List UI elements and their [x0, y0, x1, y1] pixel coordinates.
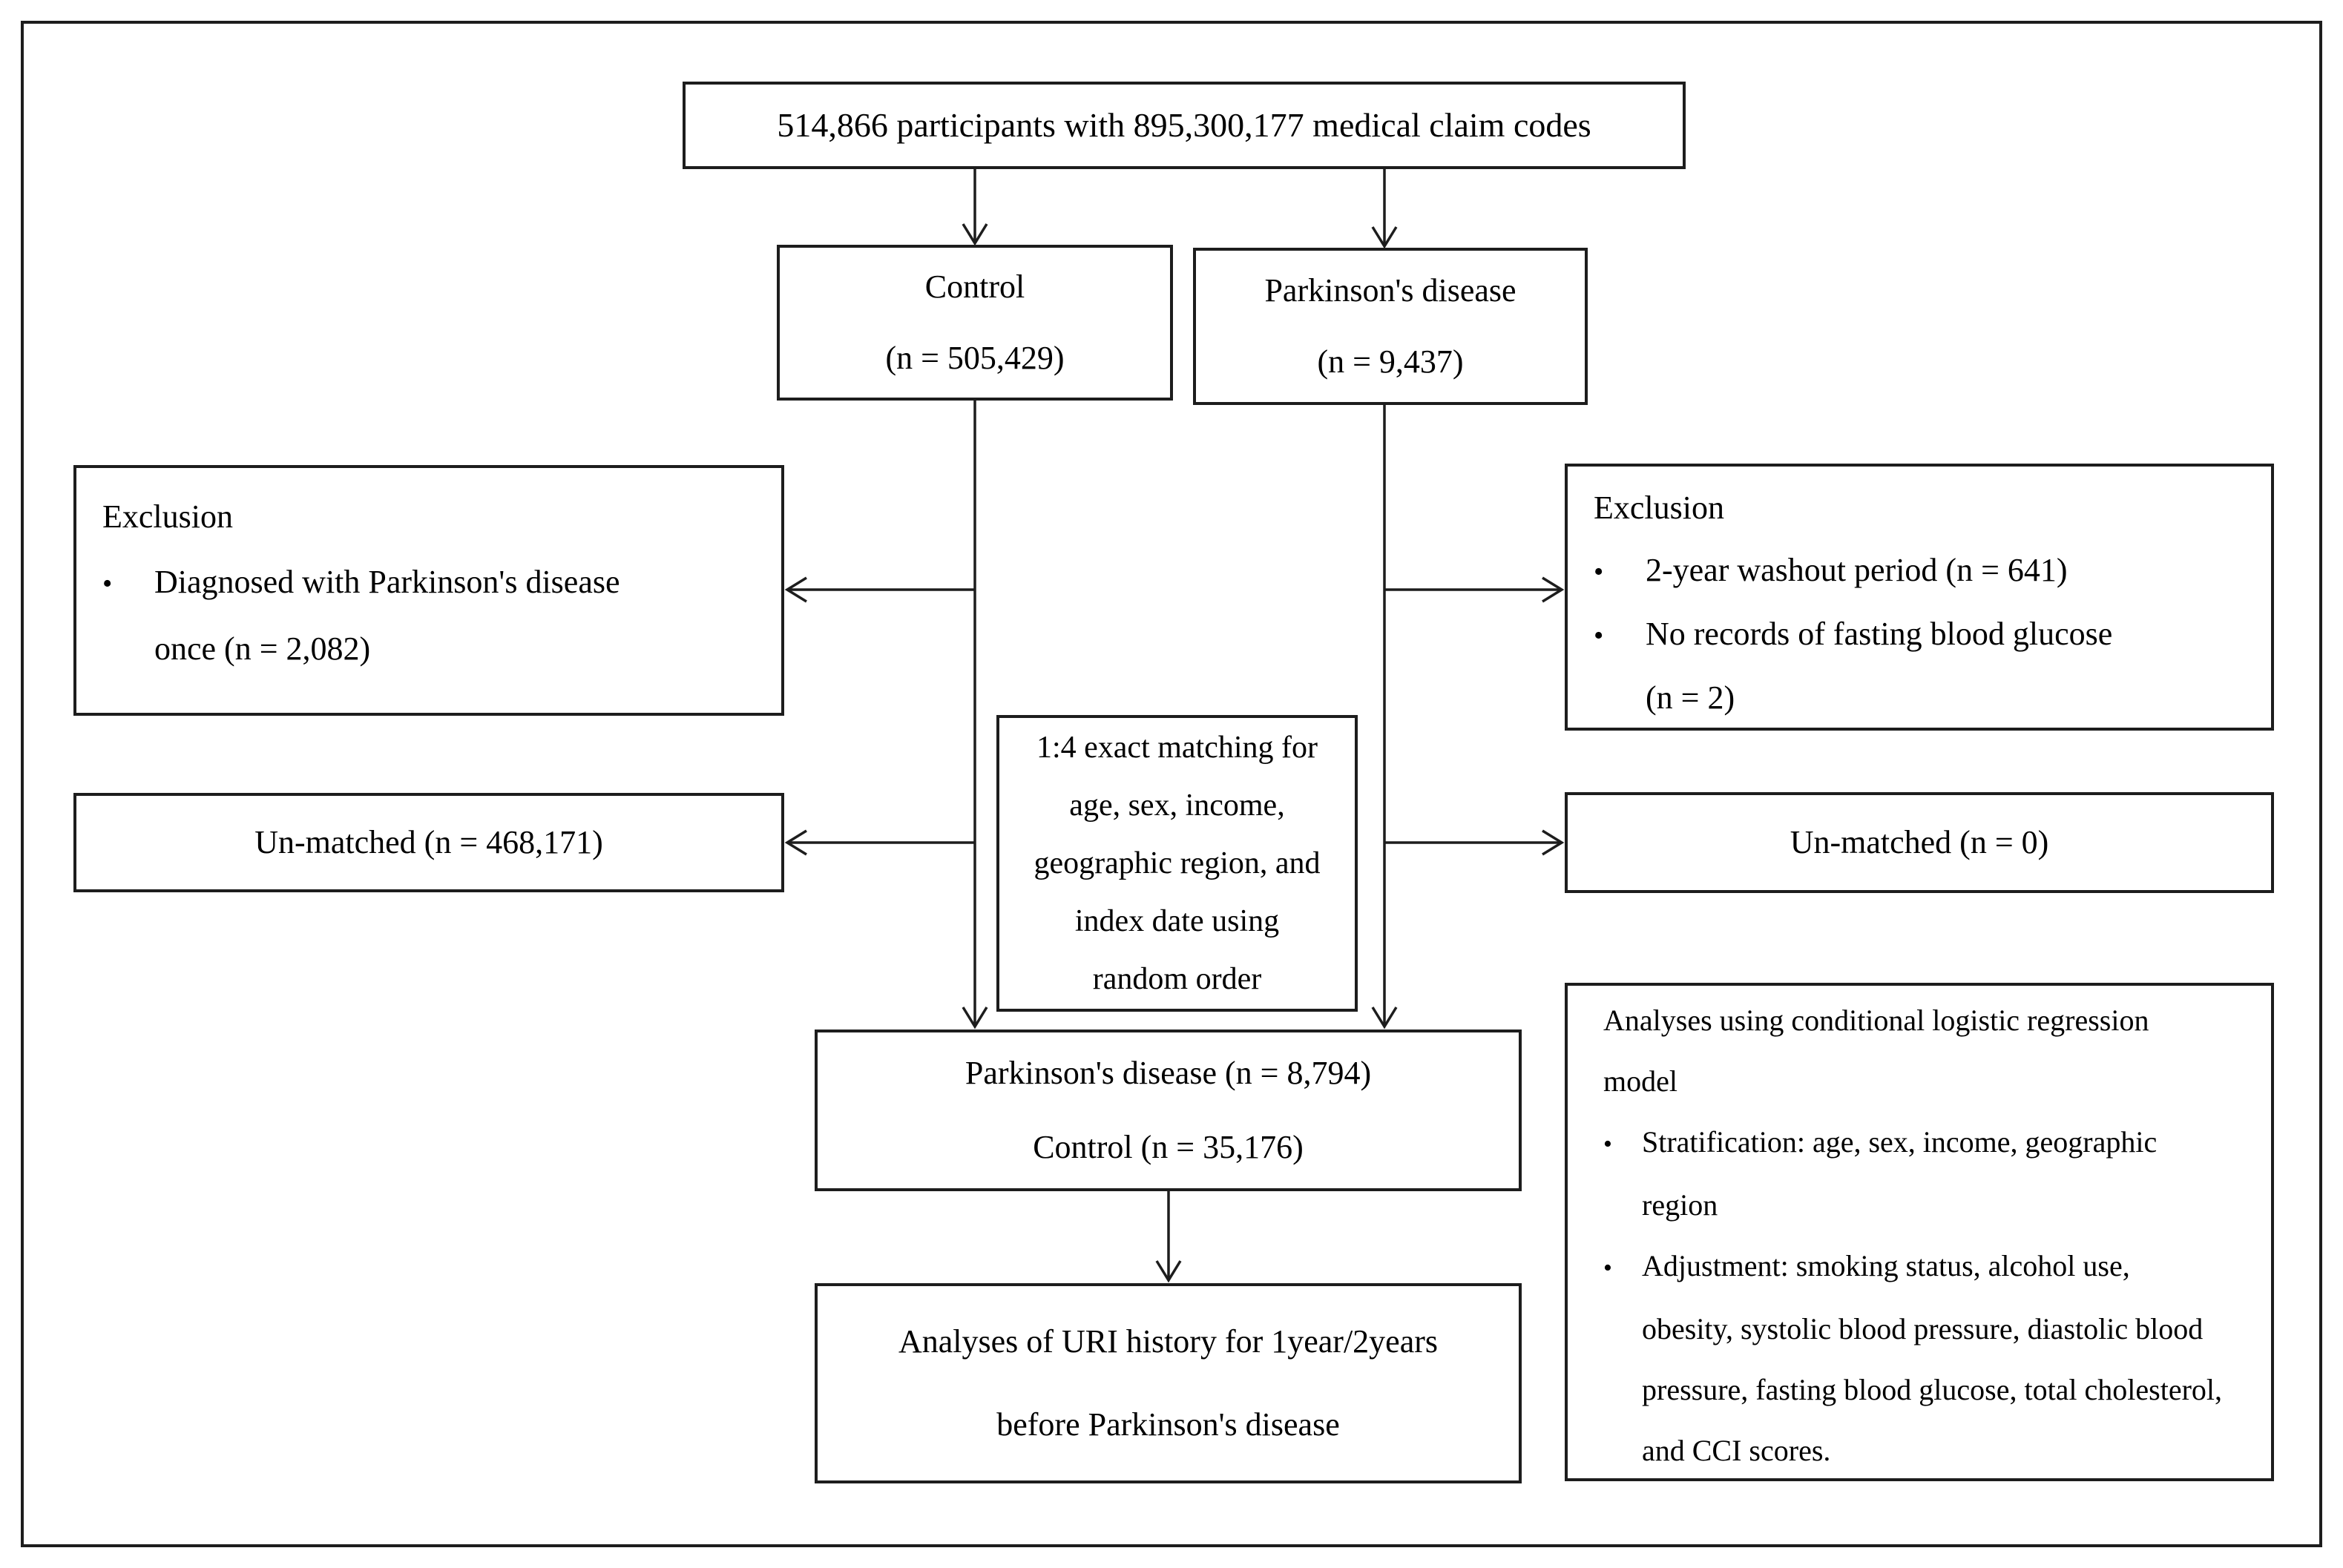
bullet-marker: • [1603, 1254, 1612, 1282]
unmatched-right-box: Un-matched (n = 0) [1565, 792, 2274, 893]
uri-analysis-line-1: Analyses of URI history for 1year/2years [898, 1323, 1439, 1360]
model-stratification-cont: region [1642, 1188, 1718, 1222]
bullet-marker: • [102, 568, 113, 599]
matching-line: age, sex, income, [1069, 788, 1285, 823]
matching-line: 1:4 exact matching for [1036, 731, 1318, 765]
model-title-line-1: Analyses using conditional logistic regr… [1603, 1004, 2149, 1037]
exclusion-right-item-1: • 2-year washout period (n = 641) [1594, 539, 2256, 603]
matched-parkinsons-count: Parkinson's disease (n = 8,794) [965, 1055, 1372, 1091]
exclusion-left-item-text: Diagnosed with Parkinson's disease [154, 564, 620, 600]
exclusion-right-item-2-text: No records of fasting blood glucose [1646, 616, 2113, 652]
uri-analysis-box: Analyses of URI history for 1year/2years… [815, 1283, 1522, 1483]
control-box: Control (n = 505,429) [777, 245, 1173, 401]
model-adjustment-cont-3: and CCI scores. [1642, 1434, 1831, 1467]
parkinsons-label: Parkinson's disease [1264, 272, 1516, 309]
control-label: Control [924, 269, 1025, 305]
exclusion-left-item: • Diagnosed with Parkinson's disease [102, 550, 766, 616]
exclusion-left-item-cont: once (n = 2,082) [154, 630, 371, 667]
regression-model-box: Analyses using conditional logistic regr… [1565, 983, 2274, 1481]
exclusion-right-item-2-cont: (n = 2) [1646, 679, 1735, 716]
model-stratification-text: Stratification: age, sex, income, geogra… [1642, 1125, 2158, 1159]
exclusion-right-title: Exclusion [1594, 490, 1724, 526]
model-adjustment-text: Adjustment: smoking status, alcohol use, [1642, 1249, 2130, 1282]
model-stratification-item: • Stratification: age, sex, income, geog… [1603, 1112, 2264, 1175]
top-participants-text: 514,866 participants with 895,300,177 me… [777, 106, 1591, 145]
exclusion-right-item-1-text: 2-year washout period (n = 641) [1646, 552, 2068, 588]
matched-control-count: Control (n = 35,176) [1033, 1129, 1304, 1165]
bullet-marker: • [1594, 620, 1604, 651]
unmatched-left-text: Un-matched (n = 468,171) [254, 823, 603, 860]
unmatched-right-text: Un-matched (n = 0) [1790, 823, 2049, 860]
exclusion-right-box: Exclusion • 2-year washout period (n = 6… [1565, 464, 2274, 731]
uri-analysis-line-2: before Parkinson's disease [996, 1406, 1340, 1443]
unmatched-left-box: Un-matched (n = 468,171) [73, 793, 784, 892]
matching-box: 1:4 exact matching for age, sex, income,… [996, 715, 1358, 1012]
parkinsons-box: Parkinson's disease (n = 9,437) [1193, 248, 1588, 405]
model-adjustment-cont-2: pressure, fasting blood glucose, total c… [1642, 1373, 2223, 1406]
model-adjustment-item: • Adjustment: smoking status, alcohol us… [1603, 1236, 2264, 1299]
exclusion-right-item-2: • No records of fasting blood glucose [1594, 603, 2256, 667]
outer-frame [21, 21, 2322, 1547]
exclusion-left-title: Exclusion [102, 498, 233, 535]
matching-line: index date using [1074, 904, 1280, 938]
bullet-marker: • [1603, 1130, 1612, 1158]
matching-line: random order [1092, 962, 1262, 996]
matching-line: geographic region, and [1034, 846, 1321, 880]
model-adjustment-cont-1: obesity, systolic blood pressure, diasto… [1642, 1312, 2204, 1345]
exclusion-left-box: Exclusion • Diagnosed with Parkinson's d… [73, 465, 784, 716]
model-title-line-2: model [1603, 1064, 1677, 1098]
matched-cohort-box: Parkinson's disease (n = 8,794) Control … [815, 1030, 1522, 1191]
parkinsons-count: (n = 9,437) [1317, 343, 1464, 380]
bullet-marker: • [1594, 556, 1604, 587]
control-count: (n = 505,429) [885, 340, 1065, 376]
top-participants-box: 514,866 participants with 895,300,177 me… [683, 82, 1686, 169]
